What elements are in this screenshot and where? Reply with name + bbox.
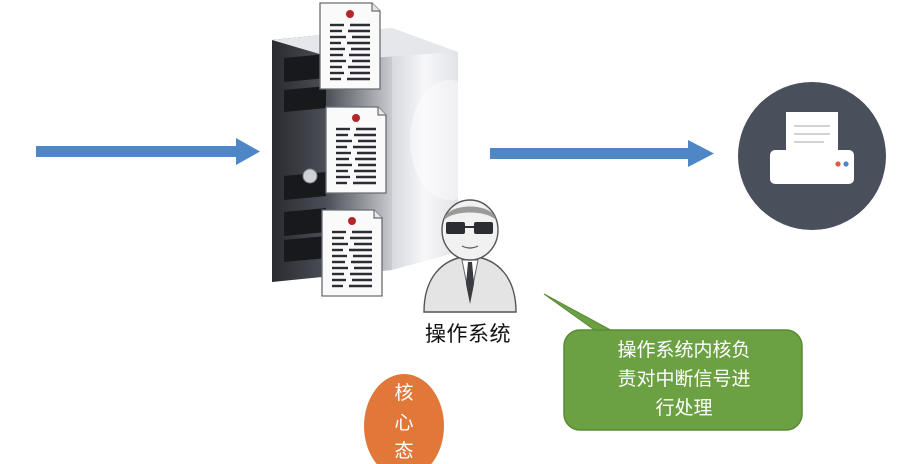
badge-char-1: 核: [394, 382, 414, 404]
badge-char-3: 态: [394, 440, 414, 462]
kernel-mode-badge: [364, 374, 444, 464]
printer-icon: [738, 82, 886, 230]
document-icon: [320, 208, 384, 298]
callout-text: 操作系统内核负 责对中断信号进 行处理: [572, 336, 796, 423]
document-icon: [324, 105, 388, 195]
callout-line-1: 操作系统内核负: [617, 339, 751, 361]
output-arrow: [490, 140, 714, 167]
badge-char-2: 心: [394, 412, 414, 434]
kernel-mode-label: 核 心 态: [366, 372, 442, 464]
callout-bubble: [543, 293, 803, 431]
person-with-glasses-icon: [423, 199, 517, 313]
callout-line-3: 行处理: [655, 397, 713, 419]
document-icon: [318, 1, 382, 91]
callout-line-2: 责对中断信号进: [617, 368, 751, 390]
os-label: 操作系统: [425, 322, 511, 346]
input-arrow: [36, 138, 260, 165]
